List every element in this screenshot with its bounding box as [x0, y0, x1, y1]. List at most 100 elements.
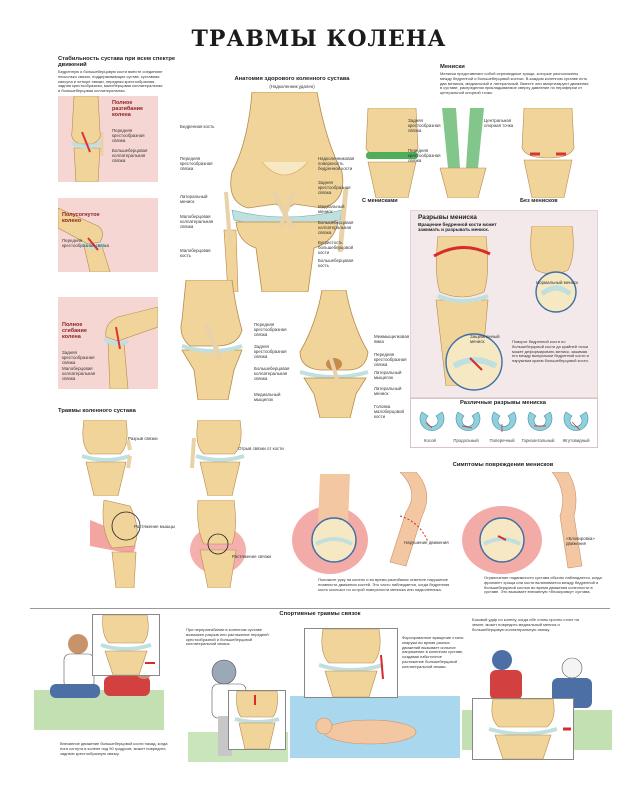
sports-text-3: Форсированное вращение стопы кнаружи во … — [402, 635, 464, 669]
anatomy-label-patellar-surface: Надколенниковая поверхность бедренной ко… — [318, 156, 355, 172]
panel-extension-title: Полное разгибание колена — [112, 100, 144, 119]
knee-flexion-illustration — [102, 306, 158, 389]
inset-knee-1-illustration — [100, 615, 155, 675]
menisci-heading: Мениски — [440, 64, 465, 70]
tears-subheading: Вращение бедренной кости может зажимать … — [418, 222, 497, 233]
anatomy-label-tibial-ligament: Большеберцовая коллатеральная связка — [318, 220, 354, 236]
injury-label-muscle-strain: Растяжение мышцы — [134, 524, 176, 529]
tears-heading: Разрывы мениска — [418, 214, 477, 221]
anatomy-label-lateral-meniscus: Латеральный мениск — [180, 194, 208, 205]
lower-label-acl-2: Передняя крестообразная связка — [374, 352, 407, 368]
lower-label-fibula-head: Головка малоберцовой кости — [374, 404, 404, 420]
knee-with-menisci-illustration — [365, 108, 419, 198]
ligament-avulsion-illustration — [190, 420, 245, 496]
sports-text-1: Внезапное движение большеберцовой кости … — [60, 741, 168, 756]
sports-knee-inset-1 — [92, 614, 160, 676]
symptoms-text-right: Ограничение подвижности сустава обычно н… — [484, 575, 602, 595]
menisci-force-illustration — [439, 108, 487, 198]
symptom-lock-illustration — [462, 506, 542, 574]
caption-with-menisci: С менисками — [362, 198, 398, 204]
stability-panel-extension — [58, 96, 158, 182]
panel-flexion-title: Полное сгибание колена — [62, 322, 87, 341]
anatomy-label-tibial-tuberosity: Бугристость большеберцовой кости — [318, 240, 354, 256]
normal-meniscus-illustration — [530, 226, 577, 313]
sports-knee-inset-4 — [472, 698, 574, 760]
tear-types-heading: Различные разрывы мениска — [459, 400, 547, 406]
tear-types-panel — [410, 398, 598, 448]
anatomy-label-fibula: Малоберцовая кость — [180, 248, 211, 259]
stability-panel-flexion — [58, 297, 158, 389]
symptom-leg-lock-illustration — [551, 472, 583, 569]
healthy-knee-illustration — [223, 92, 349, 292]
sports-text-2: При переразгибании в коленном суставе во… — [186, 627, 269, 647]
lower-label-lateral-condyle: Латеральный мыщелок — [374, 370, 402, 381]
inset-knee-3-illustration — [318, 629, 384, 697]
panel-flexion-label-1: Задняя крестообразная связка — [62, 350, 95, 366]
caption-without-menisci: Без менисков — [520, 198, 558, 204]
lower-label-pcl: Задняя крестообразная связка — [254, 344, 287, 360]
label-pinched-meniscus: Защемленный мениск — [470, 334, 500, 345]
lower-label-medial-condyle: Медиальный мыщелок — [254, 392, 281, 403]
tear-type-horizontal: Горизонтальный — [521, 438, 555, 443]
panel-semiflex-label-1: Передняя крестообразная связка — [62, 238, 109, 249]
knee-without-menisci-illustration — [521, 108, 575, 198]
ligament-rupture-illustration — [81, 420, 132, 496]
lower-label-acl: Передняя крестообразная связка — [254, 322, 287, 338]
injury-label-sprain: Растяжение связки — [232, 554, 271, 559]
pinched-meniscus-zoom — [445, 333, 503, 391]
tear-type-longitudinal: Продольный — [453, 438, 479, 443]
injury-label-avulsion: Отрыв связки от кости — [238, 446, 284, 451]
symptoms-text-left: Положите руку на колено и во время разги… — [318, 577, 450, 592]
lower-label-tibial-ligament: Большеберцовая коллатеральная связка — [254, 366, 290, 382]
anatomy-label-acl: Передняя крестообразная связка — [180, 156, 213, 172]
symptoms-heading: Симптомы повреждения менисков — [452, 462, 554, 468]
sports-heading: Спортивные травмы связок — [279, 611, 361, 617]
lower-label-fossa: Межмыщелковая ямка — [374, 334, 410, 345]
sports-knee-inset-2 — [228, 690, 286, 750]
tear-type-bucket: Жгутовидный — [562, 438, 590, 443]
menisci-label-center: Центральная опорная точка — [484, 118, 514, 129]
injury-label-rupture: Разрыв связки — [128, 436, 158, 441]
tear-type-oblique: Косой — [424, 438, 436, 443]
lower-label-lateral-meniscus: Латеральный мениск — [374, 386, 402, 397]
menisci-label-pcl: Задняя крестообразная связка — [408, 118, 441, 134]
menisci-text: Мениски представляют собой серповидные х… — [440, 71, 589, 96]
anatomy-label-medial-meniscus: Медиальный мениск — [318, 204, 345, 215]
symptom-leg-bend-illustration — [389, 472, 429, 567]
tear-type-transverse: Поперечный — [489, 438, 515, 443]
knee-posterior-illustration — [299, 290, 369, 418]
label-normal-meniscus: Нормальный мениск — [536, 280, 579, 285]
sports-text-4: Боковой удар по колену, когда обе стопы … — [472, 617, 579, 632]
anatomy-label-tibia: Большеберцовая кость — [318, 258, 354, 269]
sports-knee-inset-3 — [304, 628, 398, 698]
knee-semiflex-illustration — [58, 207, 111, 272]
anatomy-subheading: (Надколенник удален) — [269, 84, 315, 89]
anatomy-label-femur: Бедренная кость — [180, 124, 215, 129]
knee-side-view-illustration — [180, 280, 243, 400]
panel-extension-label-1: Передняя крестообразная связка — [112, 128, 145, 144]
knee-extension-illustration — [71, 96, 104, 182]
inset-knee-4-illustration — [488, 699, 571, 759]
muscle-strain-illustration — [90, 500, 141, 588]
anatomy-heading: Анатомия здорового коленного сустава — [234, 76, 350, 82]
menisci-label-acl: Передняя крестообразная связка — [408, 148, 441, 164]
symptom-click-illustration — [292, 474, 368, 574]
page-title: ТРАВМЫ КОЛЕНА — [191, 26, 447, 52]
panel-semiflex-title: Полусогнутое колено — [62, 212, 100, 225]
tear-types-icons — [419, 411, 589, 432]
sports-tackle-illustration — [34, 634, 164, 730]
injuries-heading: Травмы коленного сустава — [58, 408, 136, 414]
sports-divider — [30, 608, 610, 609]
symptom-label-disruption: Нарушение движения — [404, 540, 449, 545]
anatomy-label-fibular-ligament: Малоберцовая коллатеральная связка — [180, 214, 214, 230]
stability-text: Бедренную и большеберцовую кости вместе … — [58, 69, 163, 94]
stability-heading: Стабильность сустава при всем спектре дв… — [58, 56, 176, 69]
symptom-label-lock: «Блокировка» движения — [566, 536, 595, 547]
ligament-sprain-illustration — [190, 500, 246, 588]
stability-panel-semiflex — [58, 198, 158, 272]
sports-swim-illustration — [290, 696, 460, 758]
panel-flexion-label-2: Малоберцовая коллатеральная связка — [62, 366, 96, 382]
inset-knee-2-illustration — [234, 691, 280, 749]
panel-extension-label-2: Большеберцовая коллатеральная связка — [112, 148, 148, 164]
tears-text: Поворот бедренной кости по большеберцово… — [512, 339, 589, 364]
